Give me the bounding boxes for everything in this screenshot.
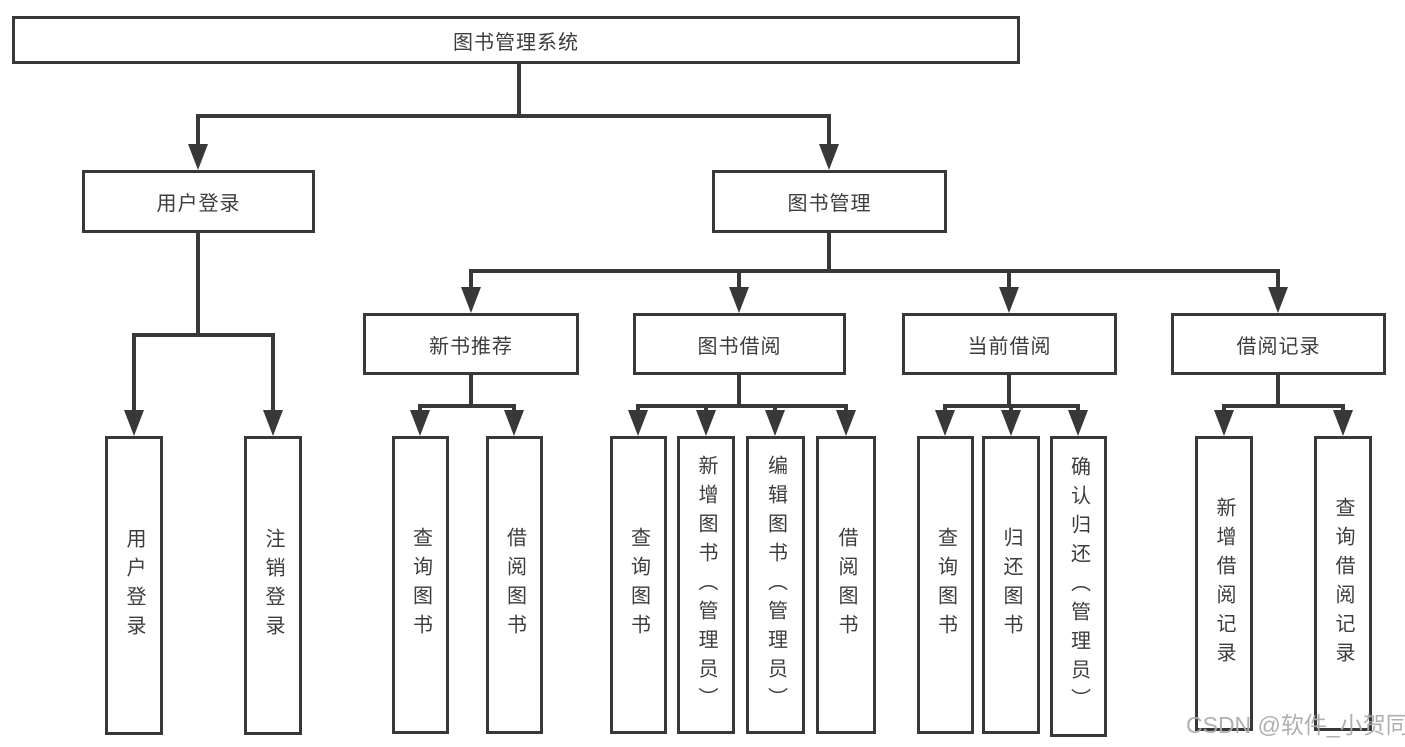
- leaf-query-books-current-label: 查询图书: [934, 527, 957, 643]
- leaf-return-book: 归还图书: [982, 436, 1040, 734]
- connector-to-book-borrow: [737, 269, 741, 293]
- leaf-edit-book-admin-label: 编辑图书（管理员）: [764, 454, 787, 716]
- arrowhead-down-icon: [1068, 410, 1088, 436]
- arrowhead-down-icon: [1268, 287, 1288, 313]
- arrowhead-down-icon: [410, 410, 430, 436]
- connector-to-borrow-records: [1276, 269, 1280, 293]
- node-book-borrow: 图书借阅: [633, 313, 846, 375]
- leaf-query-books-newbook-label: 查询图书: [409, 527, 432, 643]
- connector-to-new-book: [469, 269, 473, 293]
- leaf-query-books-current: 查询图书: [917, 436, 974, 734]
- node-user-login-label: 用户登录: [156, 193, 241, 215]
- arrowhead-down-icon: [628, 410, 648, 436]
- arrowhead-down-icon: [999, 287, 1019, 313]
- arrowhead-down-icon: [1214, 410, 1234, 436]
- node-book-borrow-label: 图书借阅: [697, 335, 782, 358]
- connector-root-branch: [196, 114, 831, 118]
- connector-root-stub: [517, 64, 521, 116]
- arrowhead-down-icon: [836, 410, 856, 436]
- connector-borrow-records-stub: [1276, 375, 1280, 408]
- connector-book-borrow-stub: [737, 375, 741, 408]
- node-new-book-recommend-label: 新书推荐: [429, 335, 513, 358]
- leaf-query-books-borrow-label: 查询图书: [627, 527, 650, 643]
- arrowhead-down-icon: [765, 410, 785, 436]
- leaf-add-book-admin: 新增图书（管理员）: [677, 436, 735, 734]
- arrowhead-down-icon: [188, 144, 208, 170]
- arrowhead-down-icon: [124, 410, 144, 436]
- arrowhead-down-icon: [729, 287, 749, 313]
- node-borrow-records-label: 借阅记录: [1236, 335, 1321, 358]
- leaf-query-books-newbook: 查询图书: [392, 436, 449, 734]
- node-borrow-records: 借阅记录: [1171, 313, 1386, 375]
- node-book-management: 图书管理: [712, 170, 947, 233]
- leaf-query-borrow-record-label: 查询借阅记录: [1332, 496, 1354, 671]
- leaf-add-borrow-record: 新增借阅记录: [1195, 436, 1253, 731]
- csdn-watermark: CSDN @软件_小贺同学: [1186, 712, 1405, 738]
- leaf-query-borrow-record: 查询借阅记录: [1314, 436, 1372, 731]
- connector-current-borrow-stub: [1007, 375, 1011, 408]
- arrowhead-down-icon: [935, 410, 955, 436]
- leaf-edit-book-admin: 编辑图书（管理员）: [746, 436, 805, 734]
- leaf-borrow-books-newbook: 借阅图书: [486, 436, 543, 734]
- connector-book-borrow-branch: [636, 404, 848, 408]
- connector-borrow-records-branch: [1222, 404, 1345, 408]
- node-current-borrow-label: 当前借阅: [967, 335, 1052, 358]
- arrowhead-down-icon: [263, 410, 283, 436]
- leaf-confirm-return-admin-label: 确认归还（管理员）: [1067, 456, 1090, 717]
- leaf-user-login-label: 用户登录: [123, 527, 145, 644]
- arrowhead-down-icon: [461, 287, 481, 313]
- connector-user-login-branch: [132, 333, 275, 337]
- leaf-borrow-books-borrow: 借阅图书: [816, 436, 876, 734]
- connector-user-login-stub: [196, 233, 200, 335]
- connector-to-user-login: [196, 114, 200, 150]
- node-new-book-recommend: 新书推荐: [363, 313, 579, 375]
- node-library-management-system-label: 图书管理系统: [453, 31, 579, 54]
- arrowhead-down-icon: [504, 410, 524, 436]
- leaf-logout: 注销登录: [244, 436, 302, 735]
- arrowhead-down-icon: [819, 144, 839, 170]
- node-book-management-label: 图书管理: [787, 193, 872, 215]
- leaf-borrow-books-borrow-label: 借阅图书: [835, 527, 857, 643]
- leaf-logout-label: 注销登录: [262, 527, 284, 644]
- leaf-return-book-label: 归还图书: [1000, 527, 1022, 643]
- leaf-borrow-books-newbook-label: 借阅图书: [503, 527, 526, 643]
- leaf-add-borrow-record-label: 新增借阅记录: [1213, 496, 1235, 671]
- leaf-add-book-admin-label: 新增图书（管理员）: [695, 454, 717, 716]
- arrowhead-down-icon: [696, 410, 716, 436]
- node-library-management-system: 图书管理系统: [12, 16, 1020, 64]
- connector-to-current-borrow: [1007, 269, 1011, 293]
- connector-new-book-stub: [469, 375, 473, 408]
- connector-to-leaf-user-login: [132, 333, 136, 425]
- node-current-borrow: 当前借阅: [902, 313, 1117, 375]
- connector-new-book-branch: [418, 404, 516, 408]
- leaf-confirm-return-admin: 确认归还（管理员）: [1050, 436, 1107, 737]
- node-user-login: 用户登录: [82, 170, 315, 233]
- leaf-user-login: 用户登录: [105, 436, 163, 735]
- arrowhead-down-icon: [1333, 410, 1353, 436]
- connector-to-book-management: [827, 114, 831, 150]
- leaf-query-books-borrow: 查询图书: [610, 436, 667, 734]
- connector-book-management-branch: [469, 269, 1280, 273]
- arrowhead-down-icon: [1001, 410, 1021, 436]
- connector-book-management-stub: [827, 233, 831, 273]
- connector-to-leaf-logout: [271, 333, 275, 425]
